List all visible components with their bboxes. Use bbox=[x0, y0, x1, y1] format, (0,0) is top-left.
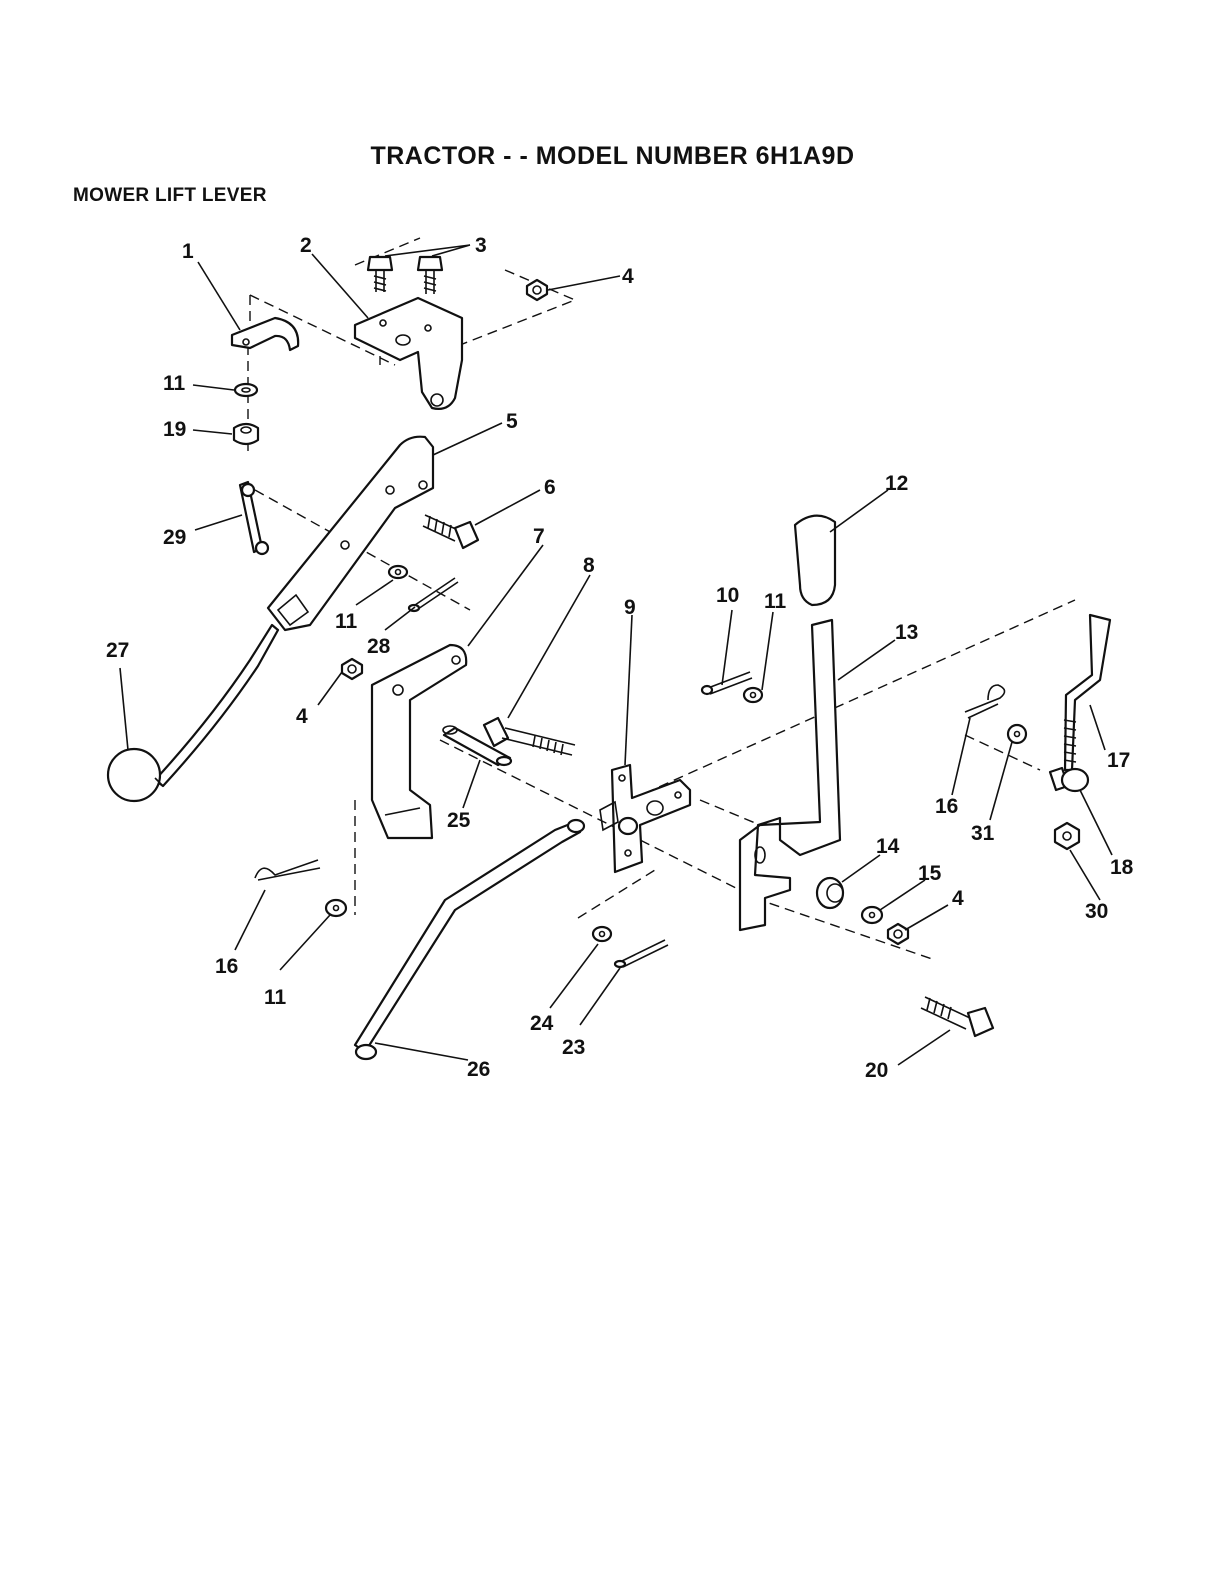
part-11-washer-lower-left bbox=[326, 900, 346, 916]
callout-17: 17 bbox=[1107, 749, 1130, 772]
part-11-washer-top bbox=[235, 384, 257, 396]
part-31-washer bbox=[1008, 725, 1026, 743]
part-16-hairpin-left bbox=[255, 860, 320, 880]
callout-3: 3 bbox=[475, 234, 487, 257]
callout-27: 27 bbox=[106, 639, 129, 662]
callout-19: 19 bbox=[163, 418, 186, 441]
part-15-washer bbox=[862, 907, 882, 923]
callout-4-right: 4 bbox=[952, 887, 964, 910]
callout-11-mid: 11 bbox=[335, 610, 358, 633]
callout-25: 25 bbox=[447, 809, 471, 832]
callout-5: 5 bbox=[506, 410, 518, 433]
part-5-arm bbox=[268, 437, 433, 630]
callout-29: 29 bbox=[163, 526, 186, 549]
callout-16-left: 16 bbox=[215, 955, 238, 978]
part-27-knob bbox=[108, 749, 160, 801]
callout-11-upper-right: 11 bbox=[764, 590, 787, 613]
callout-31: 31 bbox=[971, 822, 995, 845]
part-27-rod bbox=[155, 625, 278, 786]
callout-30: 30 bbox=[1085, 900, 1108, 923]
part-3-bolts bbox=[368, 257, 442, 294]
part-11-washer-upper-right bbox=[744, 688, 762, 702]
part-24-washer bbox=[593, 927, 611, 941]
callout-7: 7 bbox=[533, 525, 545, 548]
callout-24: 24 bbox=[530, 1012, 554, 1035]
part-1-clip bbox=[232, 318, 298, 350]
part-6-bolt bbox=[423, 515, 478, 548]
leader-lines bbox=[120, 245, 1112, 1065]
part-23-pin bbox=[620, 940, 668, 967]
callout-18: 18 bbox=[1110, 856, 1134, 879]
part-18-swivel bbox=[1050, 768, 1088, 791]
part-30-nut bbox=[1055, 823, 1079, 849]
part-16-hairpin-right bbox=[965, 685, 1005, 718]
part-14-bushing bbox=[817, 878, 843, 908]
callout-20: 20 bbox=[865, 1059, 888, 1082]
callout-28: 28 bbox=[367, 635, 391, 658]
callout-13: 13 bbox=[895, 621, 918, 644]
part-28-pin bbox=[415, 578, 458, 609]
part-4-nut-top bbox=[527, 280, 547, 300]
callout-12: 12 bbox=[885, 472, 908, 495]
callout-4-top: 4 bbox=[622, 265, 634, 288]
part-20-bolt bbox=[921, 997, 993, 1036]
callout-14: 14 bbox=[876, 835, 900, 858]
callout-8: 8 bbox=[583, 554, 595, 577]
callout-4-left: 4 bbox=[296, 705, 308, 728]
part-4-nut-right bbox=[888, 924, 908, 944]
callout-23: 23 bbox=[562, 1036, 585, 1059]
part-4-nut-left bbox=[342, 659, 362, 679]
callout-11-top: 11 bbox=[163, 372, 186, 395]
callout-26: 26 bbox=[467, 1058, 490, 1081]
callout-15: 15 bbox=[918, 862, 942, 885]
callout-11-lower-left: 11 bbox=[264, 986, 287, 1009]
callout-2-label: 2 bbox=[300, 234, 312, 257]
callout-16-right: 16 bbox=[935, 795, 958, 818]
part-12-grip bbox=[795, 516, 835, 605]
callout-1: 1 bbox=[182, 240, 194, 263]
part-8-bolt bbox=[484, 718, 575, 755]
callout-9: 9 bbox=[624, 596, 636, 619]
callout-6: 6 bbox=[544, 476, 556, 499]
callout-10: 10 bbox=[716, 584, 739, 607]
part-11-washer-mid bbox=[389, 566, 407, 578]
